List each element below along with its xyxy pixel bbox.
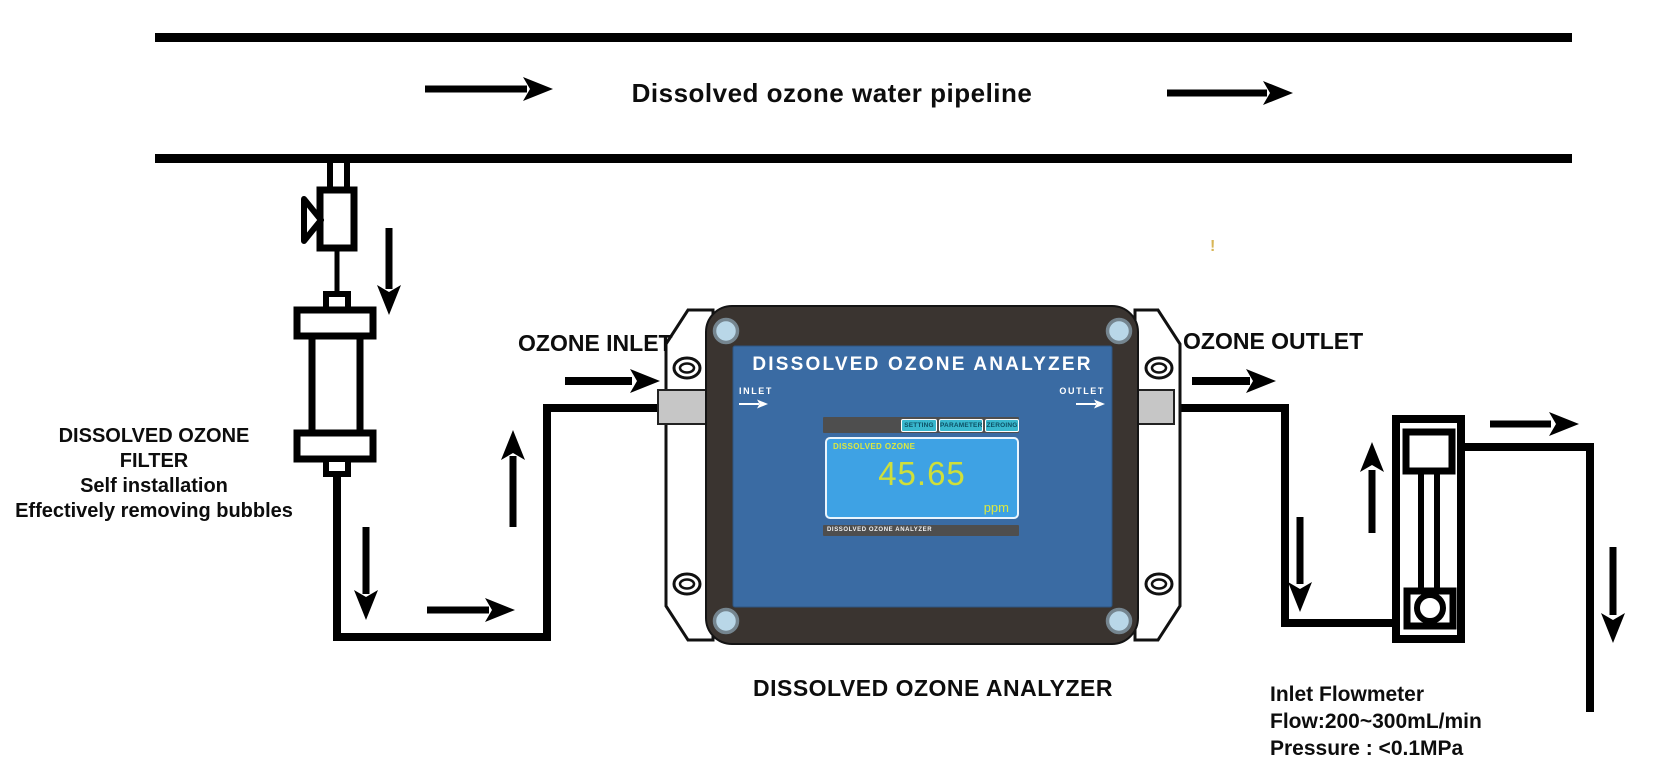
ozone-filter xyxy=(293,291,377,477)
ozone-outlet-arrow xyxy=(1192,369,1276,393)
flow-arrow-right-flowmeter-out xyxy=(1490,412,1579,436)
flow-arrow-down-outlet xyxy=(1288,517,1312,612)
tube-flowmeter-out xyxy=(1461,443,1594,712)
filter-label-line2: FILTER xyxy=(119,450,189,472)
flow-arrow-up-inlet xyxy=(501,430,525,527)
ozone-inlet-label: OZONE INLET xyxy=(518,330,673,356)
analyzer-panel-title: DISSOLVED OZONE ANALYZER xyxy=(752,354,1093,375)
tube-analyzer-to-flowmeter xyxy=(1170,404,1392,627)
setting-button[interactable]: SETTING xyxy=(901,419,937,432)
analyzer-outlet-port xyxy=(1134,389,1175,425)
analyzer-outlet-label: OUTLET xyxy=(1059,386,1105,396)
panel-outlet-arrow xyxy=(1076,399,1105,409)
water-pipeline xyxy=(155,33,1572,163)
parameter-button[interactable]: PARAMETER xyxy=(939,419,983,432)
ozone-inlet-arrow xyxy=(565,369,660,393)
ozone-outlet-label: OZONE OUTLET xyxy=(1183,328,1364,354)
corner-screw-icon xyxy=(1105,607,1133,635)
analyzer-footer-bar: DISSOLVED OZONE ANALYZER xyxy=(823,525,1019,536)
flow-arrow-down-valve xyxy=(377,228,401,315)
analyzer-display: DISSOLVED OZONE 45.65 ppm xyxy=(825,437,1019,519)
inlet-flowmeter xyxy=(1392,415,1465,643)
pipeline-title: Dissolved ozone water pipeline xyxy=(631,78,1033,108)
flowmeter-flow-spec: Flow:200~300mL/min xyxy=(1270,710,1482,733)
filter-label-line1: DISSOLVED OZONE xyxy=(58,425,250,447)
flow-arrow-down-filter xyxy=(354,527,378,620)
flow-arrow-up-flowmeter xyxy=(1360,442,1384,533)
corner-screw-icon xyxy=(1105,317,1133,345)
flowmeter-float-icon xyxy=(1414,592,1446,624)
corner-screw-icon xyxy=(712,317,740,345)
filter-label-line4: Effectively removing bubbles xyxy=(15,500,293,522)
analyzer-caption: DISSOLVED OZONE ANALYZER xyxy=(752,675,1114,701)
corner-screw-icon xyxy=(712,607,740,635)
display-reading: 45.65 xyxy=(878,455,966,492)
flow-arrow-right-bottom xyxy=(427,598,515,622)
sampling-valve xyxy=(301,160,358,300)
analyzer-inlet-label: INLET xyxy=(739,386,773,396)
display-title: DISSOLVED OZONE xyxy=(833,442,916,451)
tube-filter-to-analyzer xyxy=(333,404,670,641)
filter-label: DISSOLVED OZONE FILTER Self installation… xyxy=(0,424,308,524)
zeroing-button[interactable]: ZEROING xyxy=(985,419,1019,432)
flowmeter-pressure-spec: Pressure : <0.1MPa xyxy=(1270,737,1464,759)
display-unit: ppm xyxy=(983,500,1009,515)
filter-label-line3: Self installation xyxy=(80,475,228,497)
analyzer-inlet-port xyxy=(657,389,714,425)
flowmeter-title: Inlet Flowmeter xyxy=(1270,683,1425,706)
stray-mark: ! xyxy=(1210,238,1216,255)
pipeline-flow-arrow-left xyxy=(425,77,553,101)
pipeline-flow-arrow-right xyxy=(1167,81,1293,105)
panel-inlet-arrow xyxy=(739,399,768,409)
flowmeter-label: Inlet Flowmeter Flow:200~300mL/min Press… xyxy=(1270,681,1482,759)
flow-arrow-down-drain xyxy=(1601,547,1625,643)
analyzer-mount-bracket-right xyxy=(1133,308,1182,642)
